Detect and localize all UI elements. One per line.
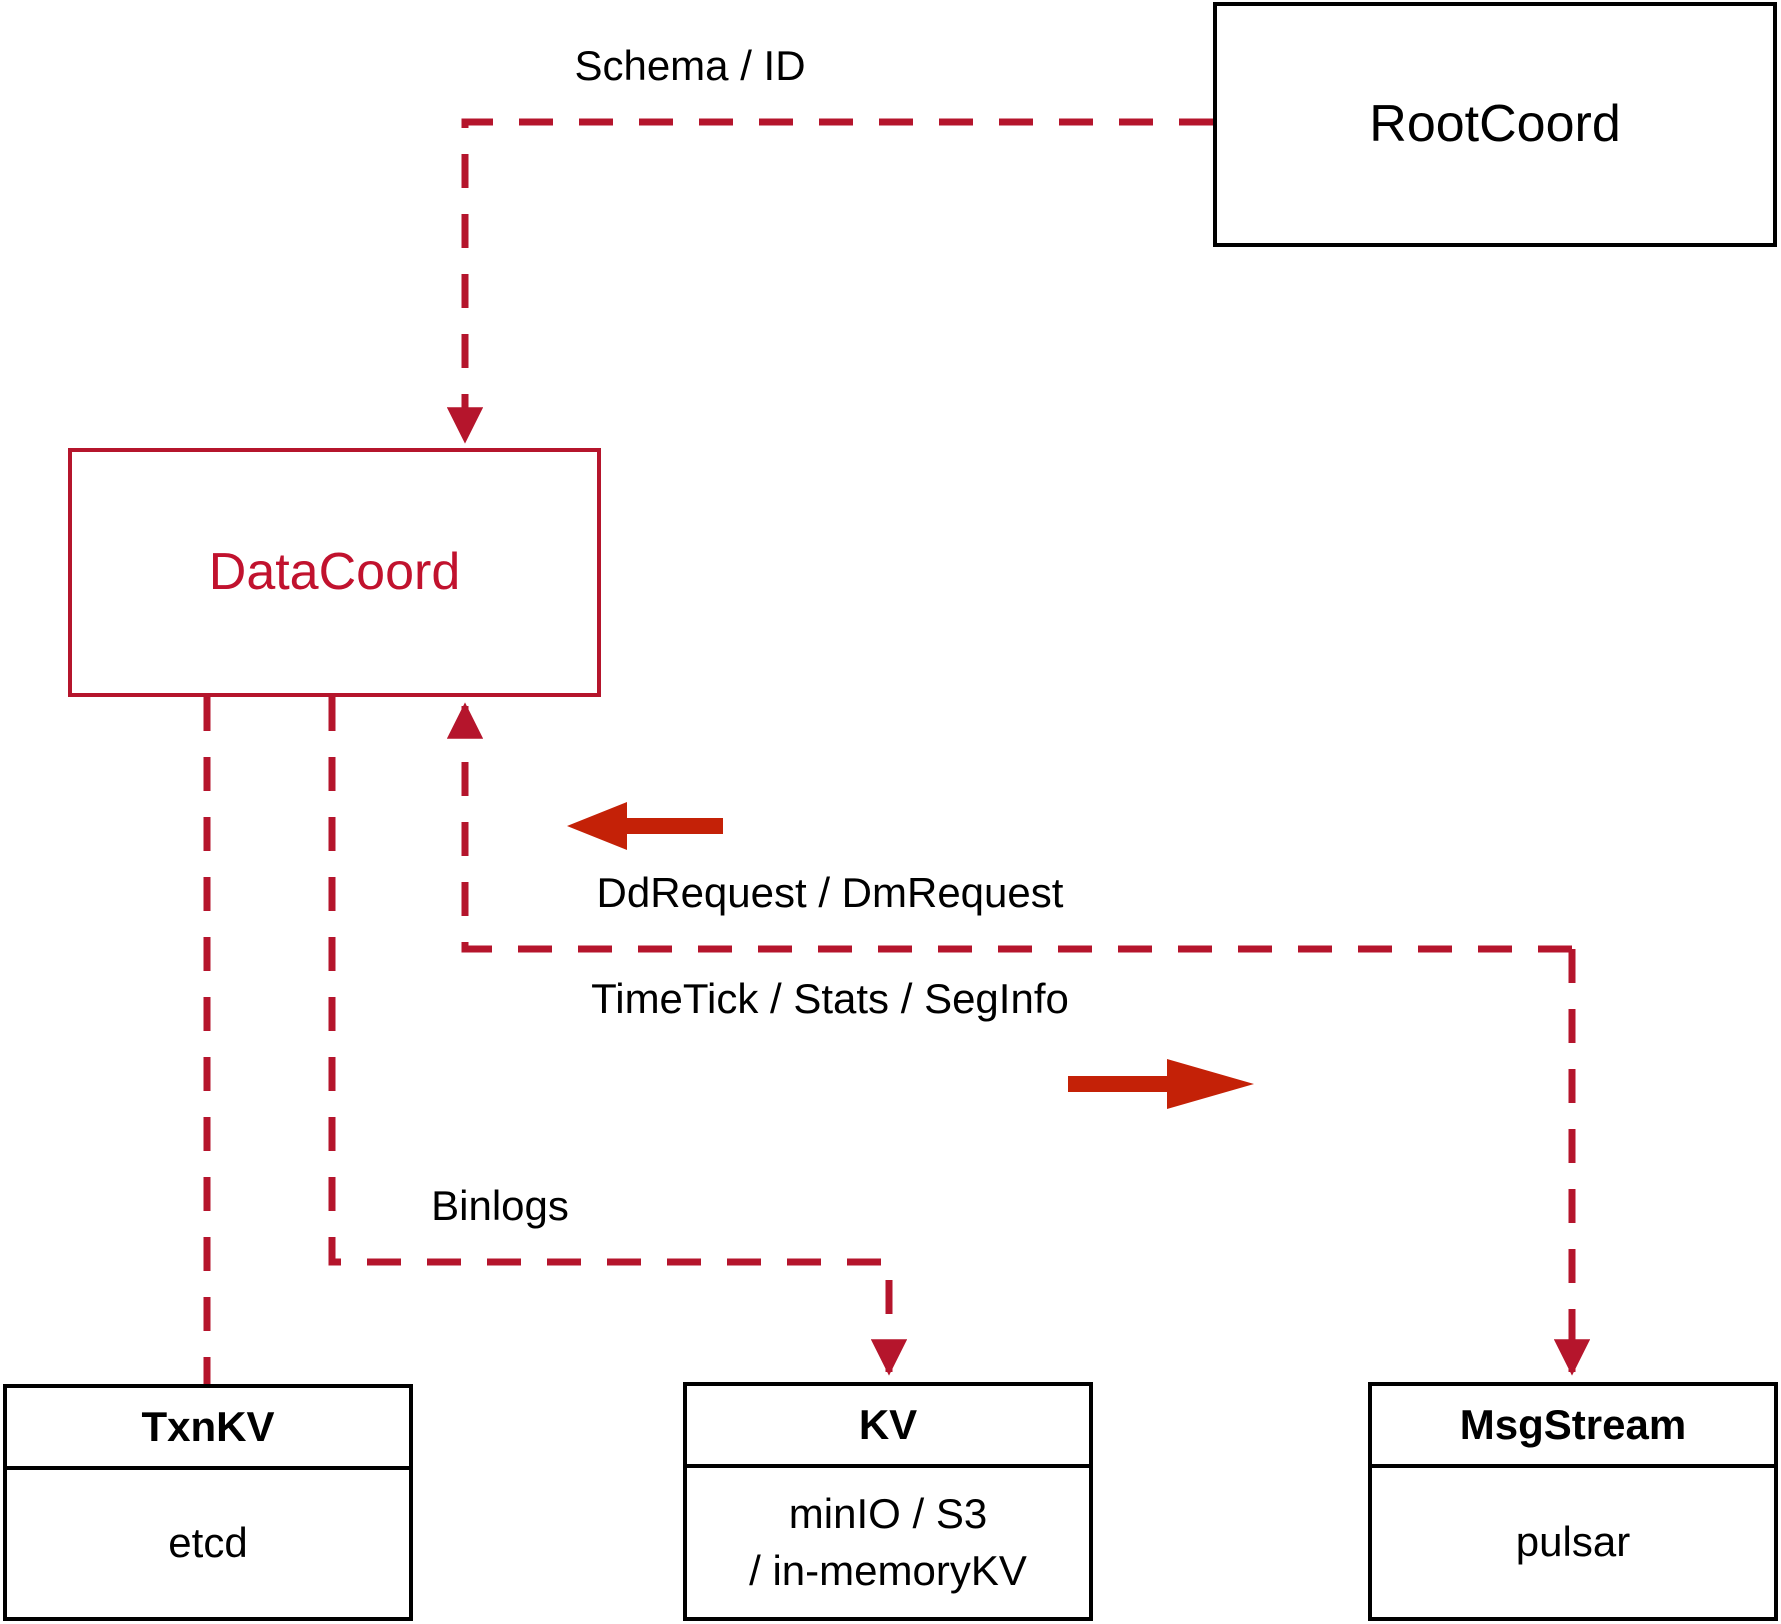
direction-arrow-right-icon <box>1068 1059 1254 1109</box>
node-txnkv[interactable]: TxnKV etcd <box>3 1384 413 1621</box>
node-msgstream-title: MsgStream <box>1459 1401 1687 1448</box>
node-kv-divider <box>687 1464 1089 1468</box>
direction-arrow-left-icon <box>567 802 723 850</box>
node-kv-title: KV <box>858 1401 918 1448</box>
node-datacoord[interactable]: DataCoord <box>68 448 601 697</box>
node-txnkv-title: TxnKV <box>141 1403 275 1450</box>
edge-label-binlogs: Binlogs <box>431 1182 569 1229</box>
node-kv-body-line1: minIO / S3 <box>788 1490 988 1538</box>
edge-label-dd-dm-request: DdRequest / DmRequest <box>596 869 1064 916</box>
node-kv-body-line2: / in-memoryKV <box>749 1546 1027 1594</box>
node-datacoord-label: DataCoord <box>208 542 461 601</box>
node-msgstream-divider <box>1372 1464 1774 1468</box>
node-kv[interactable]: KV minIO / S3 / in-memoryKV <box>683 1382 1093 1621</box>
edge-datacoord-to-kv <box>328 697 908 1376</box>
node-rootcoord[interactable]: RootCoord <box>1213 2 1777 247</box>
edge-rootcoord-to-datacoord <box>446 118 1213 444</box>
node-msgstream[interactable]: MsgStream pulsar <box>1368 1382 1778 1621</box>
node-msgstream-body: pulsar <box>1515 1518 1631 1566</box>
edge-label-timetick-stats-seginfo: TimeTick / Stats / SegInfo <box>591 975 1069 1022</box>
node-rootcoord-label: RootCoord <box>1369 94 1621 153</box>
node-txnkv-body: etcd <box>168 1519 248 1567</box>
node-kv-body: minIO / S3 / in-memoryKV <box>687 1468 1089 1617</box>
edge-label-schema-id: Schema / ID <box>574 42 806 89</box>
edge-msgstream-datacoord-bidirectional <box>446 702 1591 1376</box>
node-txnkv-divider <box>7 1466 409 1470</box>
